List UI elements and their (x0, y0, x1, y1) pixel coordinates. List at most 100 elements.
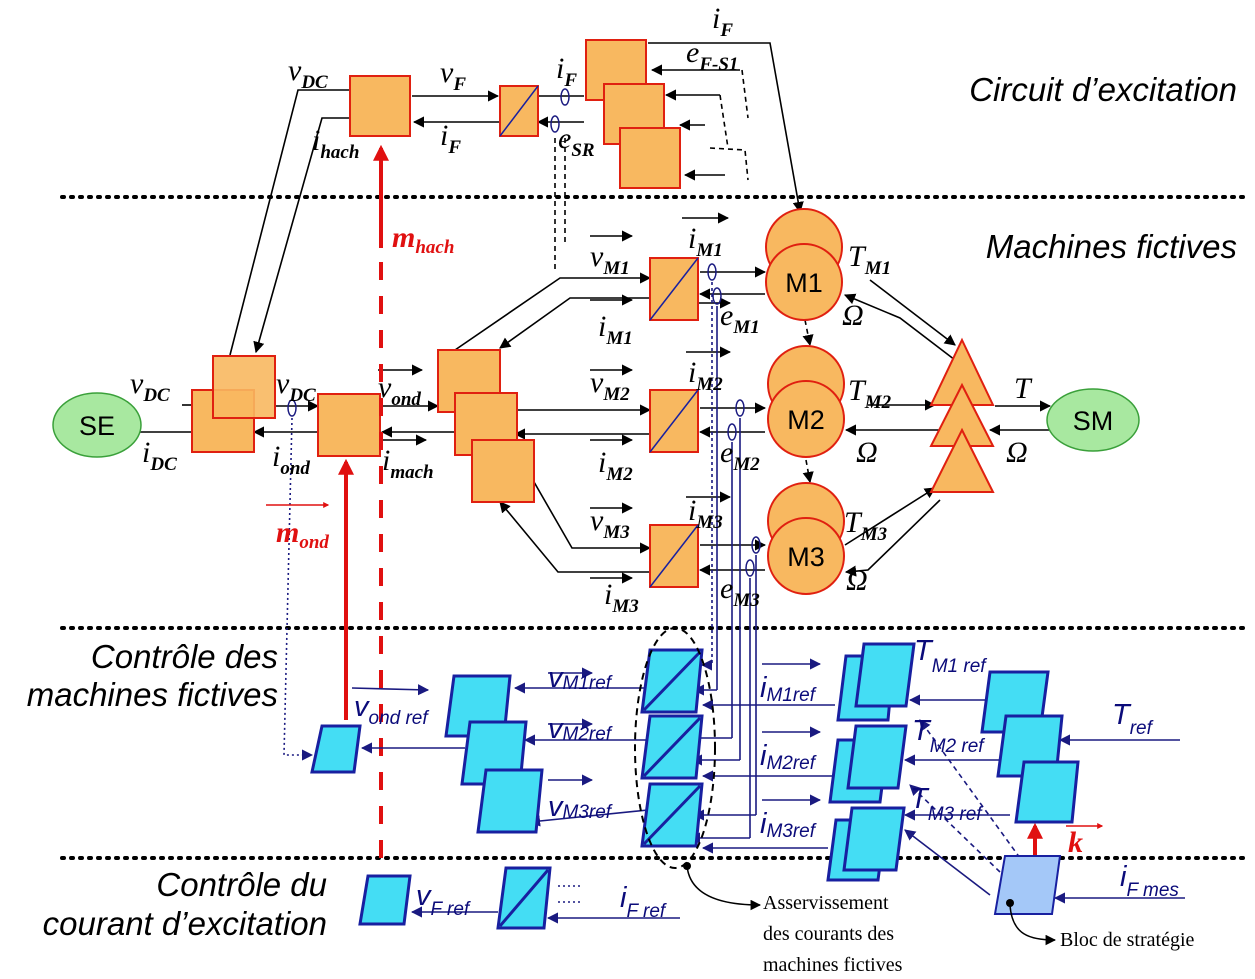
section-fictive-machines: Machines fictives (986, 228, 1237, 265)
label-im1ref: iM1ref (760, 672, 817, 706)
sensors (287, 88, 761, 577)
source-sm-label: SM (1073, 406, 1114, 436)
machine-m3: M3 (767, 482, 845, 595)
label-omega-sm: Ω (1006, 436, 1028, 469)
label-im2ref: iM2ref (760, 740, 817, 774)
label-omega-m3: Ω (846, 564, 868, 597)
machine-m1-label: M1 (785, 268, 823, 298)
label-tm3ref: TM3 ref (910, 783, 983, 825)
label-if-top: iF (712, 2, 733, 41)
label-idc: iDC (142, 436, 177, 475)
coupling-block-dc-2 (212, 355, 276, 419)
ctrl-torque-m3-b (842, 806, 906, 872)
label-im1-top: iM1 (688, 222, 723, 261)
label-em2: eM2 (720, 436, 760, 475)
label-vondref: vond ref (354, 691, 429, 729)
label-tm1: TM1 (848, 240, 891, 279)
section-separators (60, 195, 1247, 860)
label-tm2ref: TM2 ref (912, 715, 985, 757)
label-ifmes: iF mes (1120, 861, 1179, 901)
label-vm3: vM3 (590, 504, 630, 543)
control-blocks (310, 642, 1080, 930)
label-iond: iond (272, 440, 310, 479)
label-omega-m1: Ω (842, 299, 864, 332)
inverter-block (317, 393, 381, 457)
note-strategy: Bloc de stratégie (1060, 929, 1195, 951)
label-vm1ref: vM1ref (548, 662, 613, 694)
source-se-label: SE (79, 411, 115, 441)
exc-conversion-block (499, 85, 539, 137)
label-mhach: mhach (392, 221, 454, 258)
label-efs1: eF-S1 (686, 36, 738, 75)
source-sm (1046, 388, 1140, 452)
source-se (52, 392, 142, 458)
section-control-current-2: courant d’excitation (43, 905, 327, 942)
machine-m3-label: M3 (787, 542, 825, 572)
label-if-left: iF (440, 119, 461, 158)
ctrl-torque-m2-b (846, 724, 908, 790)
label-tm3: TM3 (844, 506, 887, 545)
torque-summation (929, 337, 995, 493)
chopper-block (349, 75, 411, 137)
label-vond: vond (378, 371, 421, 410)
label-im3-top: iM3 (688, 494, 723, 533)
conv-block-m3 (649, 524, 699, 588)
label-tm2: TM2 (848, 374, 892, 413)
label-ihach: ihach (312, 124, 359, 163)
current-control-group (634, 627, 716, 869)
conv-block-m2 (649, 389, 699, 453)
label-im2-top: iM2 (688, 356, 723, 395)
label-im3-bottom: iM3 (604, 578, 639, 617)
machine-m1: M1 (765, 208, 843, 321)
note-asserv-3: machines fictives (763, 954, 903, 976)
strategy-block (993, 855, 1062, 915)
label-vdc-mid: vDC (276, 367, 316, 406)
label-k: k (1068, 826, 1083, 859)
label-im1-bottom: iM1 (598, 310, 633, 349)
label-tref: Tref (1112, 699, 1154, 739)
exc-coupling-block-3 (619, 127, 681, 189)
label-tm1ref: TM1 ref (914, 635, 987, 677)
label-if-mid: iF (556, 52, 577, 91)
command-lines (266, 144, 1104, 870)
ctrl-chopper-modulation (358, 874, 412, 926)
label-imach: imach (382, 444, 434, 483)
label-t: T (1014, 372, 1033, 405)
section-control-machines-2: machines fictives (27, 676, 278, 713)
section-control-current-1: Contrôle du (156, 866, 327, 903)
label-esr: eSR (558, 122, 595, 161)
power-connections (98, 42, 1052, 577)
control-labels: vM1ref vM2ref vM3ref iM1ref iM2ref iM3re… (354, 635, 1179, 922)
conv-block-m1 (649, 257, 699, 321)
label-vm2ref: vM2ref (548, 713, 613, 745)
ctrl-inverter-modulation (310, 724, 362, 774)
note-asserv-2: des courants des (763, 923, 894, 945)
control-connections (351, 658, 1185, 924)
section-excitation: Circuit d’excitation (969, 71, 1237, 108)
label-em3: eM3 (720, 572, 760, 611)
label-vfref: vF ref (416, 880, 471, 920)
note-asserv-1: Asservissement (763, 892, 889, 914)
label-vdc-left: vDC (130, 367, 170, 406)
label-vdc-top: vDC (288, 54, 328, 93)
machine-m2: M2 (767, 345, 845, 458)
section-control-machines-1: Contrôle des (91, 638, 278, 675)
distribution-block-3 (471, 439, 535, 503)
ctrl-distrib-3 (1014, 760, 1080, 824)
label-omega-m2: Ω (856, 436, 878, 469)
label-im3ref: iM3ref (760, 808, 817, 842)
machine-m2-label: M2 (787, 405, 825, 435)
power-labels: vDC ihach vF iF iF eSR iF eF-S1 vDC iDC … (130, 2, 1033, 617)
label-em1: eM1 (720, 299, 760, 338)
vector-overbars (378, 212, 732, 584)
label-vm2: vM2 (590, 366, 630, 405)
measurement-lines (283, 282, 757, 838)
ctrl-block-v3 (476, 768, 544, 834)
ctrl-torque-m1-b (854, 642, 916, 708)
label-vm3ref: vM3ref (548, 791, 613, 823)
label-ifref: iF ref (620, 882, 667, 922)
label-vm1: vM1 (590, 240, 630, 279)
label-mond: mond (276, 516, 329, 553)
label-im2-bottom: iM2 (598, 446, 633, 485)
